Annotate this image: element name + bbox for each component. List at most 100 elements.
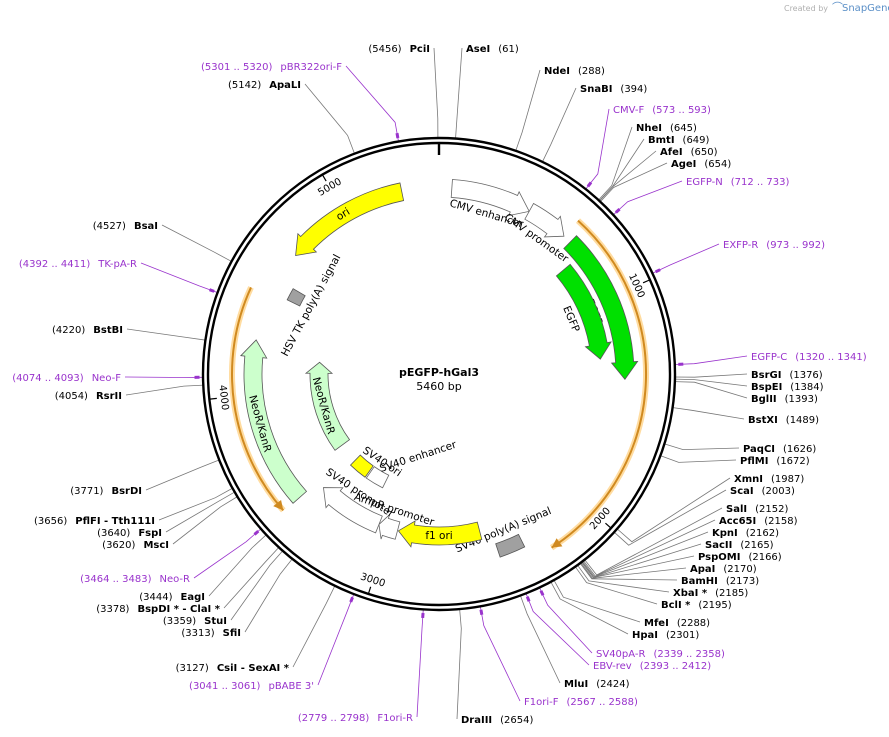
site-label-apali[interactable]: (5142)ApaLI <box>228 80 301 91</box>
site-label-sv40pa-r[interactable]: SV40pA-R(2339 .. 2358) <box>596 649 725 660</box>
site-label-pbr322ori-f[interactable]: (5301 .. 5320)pBR322ori-F <box>201 62 342 73</box>
leader-mfei <box>553 579 641 623</box>
site-coord: (4392 .. 4411) <box>19 259 91 270</box>
site-label-bmti[interactable]: BmtI(649) <box>648 135 710 146</box>
site-label-scai[interactable]: ScaI(2003) <box>730 486 795 497</box>
site-label-kpni[interactable]: KpnI(2162) <box>712 528 779 539</box>
primer-mark-ebv-rev <box>525 596 531 602</box>
enzyme-name: TK-pA-R <box>97 259 137 270</box>
site-label-xmni[interactable]: XmnI(1987) <box>734 474 804 485</box>
site-label-cmv-f[interactable]: CMV-F(573 .. 593) <box>613 105 711 116</box>
site-coord: (1672) <box>776 456 809 467</box>
site-label-exfp-r[interactable]: EXFP-R(973 .. 992) <box>723 240 825 251</box>
site-coord: (650) <box>691 147 718 158</box>
feature-egfp-outer[interactable] <box>563 235 639 381</box>
site-label-snabi[interactable]: SnaBI(394) <box>580 84 647 95</box>
site-coord: (1384) <box>790 382 823 393</box>
site-label-stui[interactable]: (3359)StuI <box>163 616 227 627</box>
site-coord: (2165) <box>740 540 773 551</box>
enzyme-name: AseI <box>466 44 490 55</box>
leader-pflfi <box>158 487 234 521</box>
primer-mark-cmv-f <box>586 181 593 188</box>
feature-sv40-ori[interactable] <box>349 454 374 478</box>
site-label-sali[interactable]: SalI(2152) <box>726 504 788 515</box>
site-label-mfei[interactable]: MfeI(2288) <box>644 618 710 629</box>
site-label-pflfi[interactable]: (3656)PflFI - Tth111I <box>34 516 155 527</box>
site-label-draiii[interactable]: DraIII(2654) <box>461 715 534 726</box>
site-label-paqci[interactable]: PaqCI(1626) <box>743 444 816 455</box>
feature-sv40-enhancer-box[interactable] <box>365 466 390 489</box>
site-label-pcii[interactable]: (5456)PciI <box>368 44 430 55</box>
site-label-bcli[interactable]: BclI *(2195) <box>661 600 732 611</box>
site-label-ndei[interactable]: NdeI(288) <box>544 66 605 77</box>
feature-ori[interactable] <box>295 182 405 257</box>
leader-f1ori-f <box>479 605 521 702</box>
site-label-bstbi[interactable]: (4220)BstBI <box>52 325 123 336</box>
site-label-f1ori-r[interactable]: (2779 .. 2798)F1ori-R <box>298 713 413 724</box>
site-label-bspei[interactable]: BspEI(1384) <box>751 382 824 393</box>
site-label-apai[interactable]: ApaI(2170) <box>690 564 757 575</box>
feature-egfp-inner[interactable] <box>555 263 612 360</box>
site-label-sacii[interactable]: SacII(2165) <box>705 540 774 551</box>
orange-arc-left-head <box>273 499 284 511</box>
feature-label-hsv-tk-polya: HSV TK poly(A) signal <box>279 253 343 359</box>
site-label-acc65i[interactable]: Acc65I(2158) <box>719 516 798 527</box>
site-label-bsrdi[interactable]: (3771)BsrDI <box>70 486 142 497</box>
site-label-agei[interactable]: AgeI(654) <box>671 159 731 170</box>
leader-bstbi <box>126 328 206 341</box>
enzyme-name: BstBI <box>93 325 123 336</box>
site-label-rsrii[interactable]: (4054)RsrII <box>55 391 122 402</box>
site-label-afei[interactable]: AfeI(650) <box>660 147 718 158</box>
site-label-pspomi[interactable]: PspOMI(2166) <box>698 552 782 563</box>
leader-stui <box>230 550 284 621</box>
feature-neor-inner[interactable] <box>304 361 351 451</box>
feature-sv40-promoter[interactable] <box>323 487 383 534</box>
leader-bsai <box>161 224 233 263</box>
feature-sv40-polya-signal[interactable] <box>495 533 526 558</box>
feature-ampr-promoter[interactable] <box>378 514 401 540</box>
site-label-nhei[interactable]: NheI(645) <box>636 123 697 134</box>
site-label-egfp-n[interactable]: EGFP-N(712 .. 733) <box>686 177 790 188</box>
enzyme-name: EagI <box>181 592 205 603</box>
site-label-xbai[interactable]: XbaI *(2185) <box>673 588 748 599</box>
site-coord: (3378) <box>96 604 129 615</box>
leader-nhei <box>597 126 633 201</box>
site-label-bamhi[interactable]: BamHI(2173) <box>681 576 759 587</box>
feature-cmv-enhancer[interactable] <box>450 179 530 217</box>
site-label-csii[interactable]: (3127)CsiI - SexAI * <box>176 663 290 674</box>
site-label-hpai[interactable]: HpaI(2301) <box>632 630 699 641</box>
site-label-neo-r[interactable]: (3464 .. 3483)Neo-R <box>80 574 190 585</box>
feature-f1-ori[interactable] <box>397 520 483 548</box>
site-label-f1ori-f[interactable]: F1ori-F(2567 .. 2588) <box>524 697 638 708</box>
site-label-msci[interactable]: (3620)MscI <box>102 540 169 551</box>
leader-neo-r <box>193 528 262 579</box>
site-label-fspi[interactable]: (3640)FspI <box>97 528 162 539</box>
feature-cmv-promoter[interactable] <box>524 202 565 238</box>
site-coord: (712 .. 733) <box>731 177 790 188</box>
site-label-egfp-c[interactable]: EGFP-C(1320 .. 1341) <box>751 352 867 363</box>
site-coord: (2339 .. 2358) <box>653 649 725 660</box>
leader-cmv-f <box>585 108 610 190</box>
site-label-sfii[interactable]: (3313)SfiI <box>181 628 241 639</box>
site-label-ebv-rev[interactable]: EBV-rev(2393 .. 2412) <box>593 661 711 672</box>
site-label-bspdi[interactable]: (3378)BspDI * - ClaI * <box>96 604 221 615</box>
site-leader-lines <box>124 47 748 720</box>
leader-draiii <box>456 608 462 720</box>
leader-bsrdi <box>145 459 220 491</box>
site-coord: (1320 .. 1341) <box>795 352 867 363</box>
site-label-bsrgi[interactable]: BsrGI(1376) <box>751 370 823 381</box>
site-label-pbabe3[interactable]: (3041 .. 3061)pBABE 3' <box>189 681 314 692</box>
site-label-tk-pa-r[interactable]: (4392 .. 4411) TK-pA-R <box>19 259 137 270</box>
site-label-bsai[interactable]: (4527)BsaI <box>93 221 158 232</box>
site-label-bglii[interactable]: BglII(1393) <box>751 394 818 405</box>
site-label-eagi[interactable]: (3444)EagI <box>139 592 205 603</box>
feature-neor-outer[interactable] <box>239 339 308 504</box>
site-label-bstxi[interactable]: BstXI(1489) <box>748 415 819 426</box>
site-label-asei[interactable]: AseI(61) <box>466 44 519 55</box>
primer-mark-neo-r <box>253 530 260 536</box>
feature-hsv-tk-polya[interactable] <box>286 288 306 307</box>
site-label-mlui[interactable]: MluI(2424) <box>564 679 630 690</box>
site-label-pflmi[interactable]: PflMI(1672) <box>740 456 810 467</box>
tick-4000 <box>209 397 217 400</box>
site-label-neo-f[interactable]: (4074 .. 4093)Neo-F <box>12 373 121 384</box>
